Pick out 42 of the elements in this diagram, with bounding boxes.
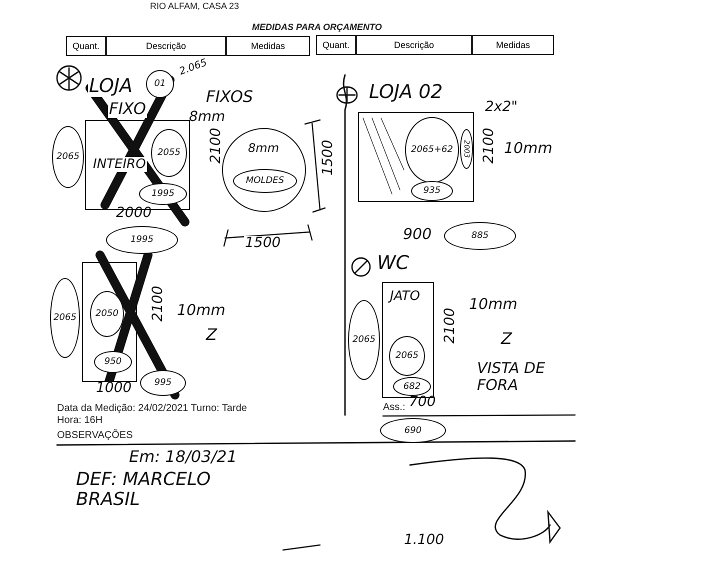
- circled-measurement: 950: [94, 351, 132, 373]
- circled-measurement: 935: [411, 181, 453, 201]
- circled-measurement: 1995: [139, 183, 187, 205]
- signature-label: Ass.:: [383, 402, 406, 413]
- sketch-label: INTEIRO: [92, 157, 147, 172]
- circled-measurement: 2065+62: [405, 117, 459, 183]
- window-sketch: [358, 112, 474, 202]
- circled-measurement: 885: [444, 222, 516, 250]
- dimension-label: 10mm: [468, 296, 518, 312]
- header-cell: Quant.: [66, 36, 106, 56]
- form-title: MEDIDAS PARA ORÇAMENTO: [252, 22, 382, 32]
- sketch-label: JATO: [389, 289, 421, 304]
- dimension-label: 10mm: [176, 302, 226, 318]
- circled-measurement: 2065: [348, 300, 380, 380]
- date-text: Data da Medição: 24/02/2021 Turno: Tarde: [57, 403, 247, 414]
- dimension-label: 900: [402, 226, 433, 242]
- round-window-sketch: [222, 128, 306, 212]
- circled-measurement: 2050: [90, 291, 124, 337]
- handwritten-label: LOJA: [88, 76, 134, 97]
- circled-measurement: 682: [393, 377, 431, 396]
- address-text: RIO ALFAM, CASA 23: [150, 1, 240, 11]
- circled-measurement: MOLDES: [233, 169, 297, 193]
- dimension-label: 10mm: [503, 140, 554, 156]
- window-sketch: [82, 262, 137, 382]
- header-cell: Quant.: [316, 35, 356, 55]
- circled-measurement: 1995: [106, 226, 178, 254]
- time-text: Hora: 16H: [57, 415, 103, 426]
- section-heading: OBSERVAÇÕES: [57, 430, 133, 441]
- header-cell: Medidas: [472, 35, 554, 55]
- circled-measurement: 01: [146, 70, 174, 98]
- circled-measurement: 2055: [151, 129, 187, 177]
- circled-measurement: 2065: [50, 278, 80, 358]
- sketch-label: 8mm: [247, 141, 280, 155]
- circled-measurement: 2065: [52, 126, 84, 188]
- handwritten-label: FIXO: [108, 100, 147, 118]
- header-cell: Medidas: [226, 36, 310, 56]
- header-cell: Descrição: [106, 36, 226, 56]
- handwritten-label: LOJA 02: [368, 82, 444, 103]
- header-cell: Descrição: [356, 35, 472, 55]
- circled-measurement: 2065: [389, 336, 425, 376]
- circled-measurement: 690: [380, 418, 446, 443]
- circled-measurement: 995: [140, 370, 186, 396]
